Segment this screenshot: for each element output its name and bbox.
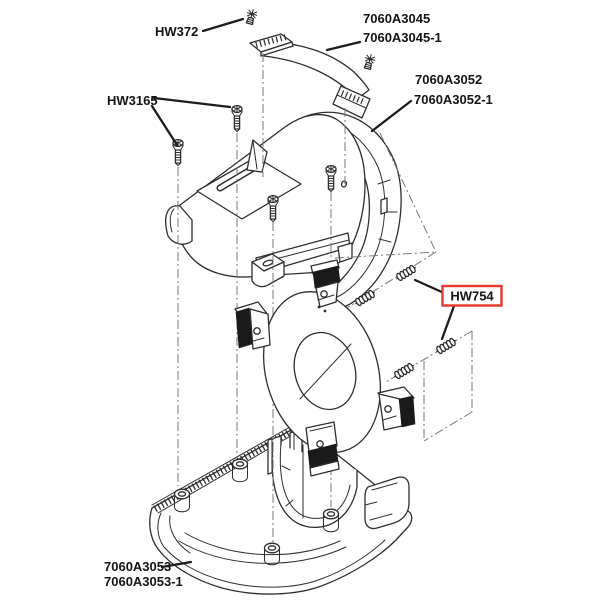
spring <box>433 336 459 356</box>
screw-boss <box>173 488 191 513</box>
friction-pad <box>235 307 253 349</box>
retaining-ring-part <box>262 291 382 453</box>
label-hw3165: HW3165 <box>107 93 158 108</box>
ring-aperture <box>293 331 357 411</box>
brake-pad-clip-right <box>377 386 416 431</box>
brake-pad-clip-top <box>310 259 341 308</box>
label-hw754[interactable]: HW754 <box>450 289 494 304</box>
label-7060a3052-1: 7060A3052-1 <box>414 92 493 107</box>
spring <box>391 361 417 381</box>
label-7060a3053-1: 7060A3053-1 <box>104 574 183 589</box>
label-hw372: HW372 <box>155 24 198 39</box>
screw-boss <box>231 458 249 483</box>
screw-hw372 <box>244 7 259 26</box>
strap-part <box>249 33 371 119</box>
lower-housing-part <box>149 422 413 595</box>
brake-pad-clip-bottom <box>305 421 340 477</box>
screw-boss <box>263 542 281 566</box>
hw754-highlight-callout[interactable]: HW754 <box>441 284 503 307</box>
friction-pad <box>312 265 341 289</box>
friction-pad <box>398 395 416 428</box>
screw-hw3165 <box>231 104 243 133</box>
hw754-highlight-box[interactable] <box>441 284 503 307</box>
screw-boss <box>322 508 340 533</box>
label-7060a3045-1: 7060A3045-1 <box>363 30 442 45</box>
upper-housing-part <box>165 111 402 308</box>
label-7060a3052: 7060A3052 <box>415 72 482 87</box>
housing-lip <box>165 205 193 245</box>
spring <box>393 263 419 283</box>
label-7060a3053: 7060A3053 <box>104 559 171 574</box>
brake-pad-clip-left <box>234 301 271 350</box>
screw-hw3165 <box>172 138 184 167</box>
mounting-plate <box>196 156 302 220</box>
leader-lines <box>150 17 456 569</box>
screw-hw372 <box>362 52 377 71</box>
housing-latch <box>364 476 410 530</box>
label-7060a3045: 7060A3045 <box>363 11 430 26</box>
construction-lines <box>177 53 473 542</box>
aperture-glass-line <box>299 343 352 400</box>
